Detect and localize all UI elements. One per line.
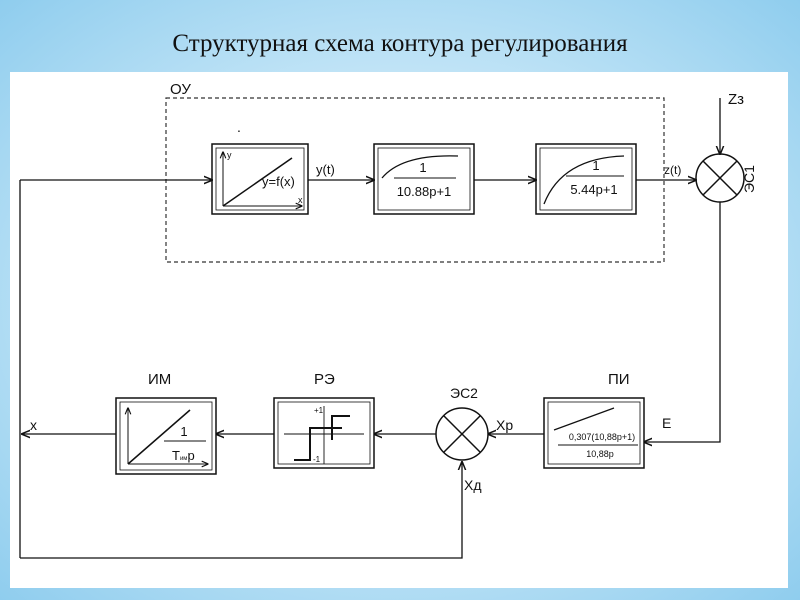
nonlinear-formula-label: y=f(x) (262, 174, 295, 189)
actuator-den-sub: им (180, 456, 187, 462)
lag2-numerator: 1 (592, 158, 599, 173)
lag2-denominator: 5.44p+1 (570, 182, 617, 197)
signal-xp-label: Xр (496, 417, 513, 433)
comparator-es2 (435, 407, 489, 461)
nonlinear-axis-y-label: y (227, 150, 232, 160)
pi-block: 0,307(10,88p+1) 10,88p (543, 397, 645, 469)
error-signal-line (644, 202, 721, 442)
actuator-den-tail: p (187, 448, 194, 463)
stray-dot: . (237, 119, 241, 135)
relay-block: +1 -1 (273, 397, 375, 469)
comparator-es1 (695, 153, 745, 203)
signal-z-label: z(t) (664, 163, 681, 177)
actuator-numerator: 1 (180, 424, 187, 439)
pi-numerator: 0,307(10,88p+1) (569, 432, 635, 442)
signal-e-label: E (662, 415, 671, 431)
signal-y-label: y(t) (316, 162, 335, 177)
nonlinear-block: y x y=f(x) (211, 143, 309, 215)
comparator-es1-label: ЭС1 (741, 165, 757, 193)
actuator-block: 1 Tимp (115, 397, 217, 475)
pi-block-title: ПИ (608, 371, 630, 388)
actuator-block-title: ИМ (148, 371, 171, 388)
relay-block-title: РЭ (314, 371, 335, 388)
lag1-block: 1 10.88p+1 (373, 143, 475, 215)
lag2-block: 1 5.44p+1 (535, 143, 637, 215)
diagram-panel: ОУ y x y=f(x) . 1 10.88p+1 (10, 72, 788, 588)
pi-denominator: 10,88p (586, 449, 614, 459)
page-title: Структурная схема контура регулирования (172, 30, 628, 57)
disturbance-label: Zз (728, 91, 744, 108)
signal-xd-label: Xд (464, 477, 482, 493)
nonlinear-axis-x-label: x (298, 195, 303, 205)
actuator-den-main: T (172, 448, 180, 463)
feedback-to-es2-line (20, 462, 462, 559)
lag1-numerator: 1 (419, 160, 426, 175)
actuator-denominator: Tимp (172, 448, 195, 463)
signal-x-label: x (30, 417, 37, 433)
relay-minus-label: -1 (313, 455, 321, 464)
lag1-denominator: 10.88p+1 (397, 184, 452, 199)
relay-plus-label: +1 (314, 406, 324, 415)
control-loop-diagram: ОУ y x y=f(x) . 1 10.88p+1 (19, 81, 757, 559)
plant-group-label: ОУ (170, 81, 191, 98)
comparator-es2-label: ЭС2 (450, 385, 478, 401)
